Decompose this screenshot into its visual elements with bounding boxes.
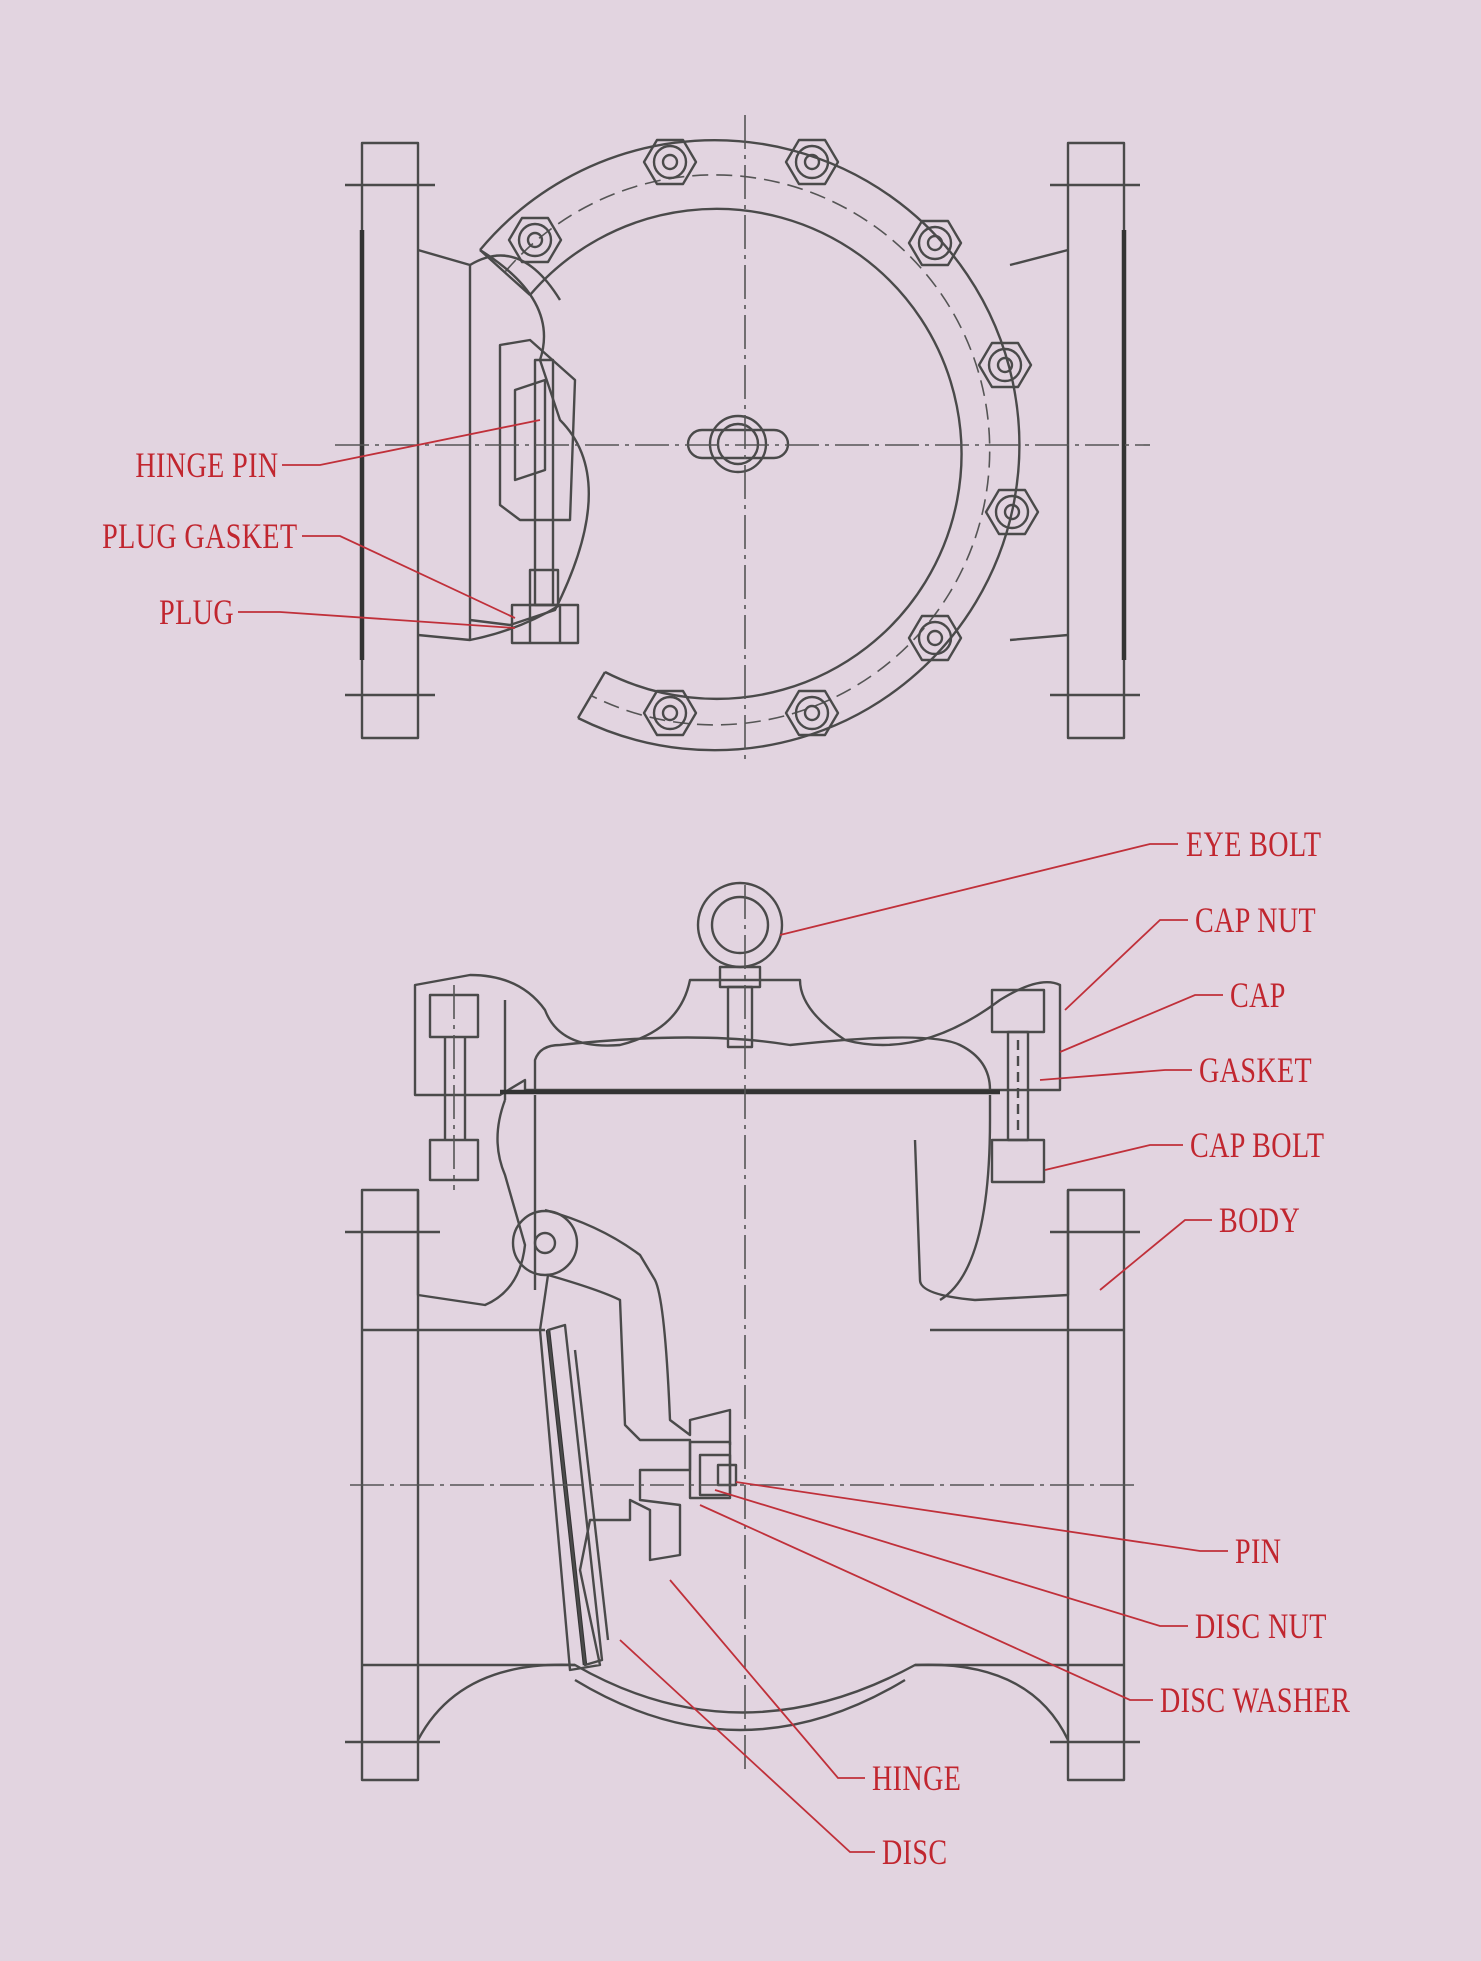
label-cap-bolt: CAP BOLT xyxy=(1190,1125,1325,1165)
hinge-pin-leader xyxy=(282,419,541,466)
left-cap-bolt xyxy=(428,985,480,1190)
leader-lines xyxy=(238,419,1228,1853)
eye-bolt xyxy=(696,881,784,1049)
disc-nut xyxy=(698,1453,732,1497)
right-cap-bolt xyxy=(990,988,1046,1184)
eye-bolt-leader xyxy=(779,843,1178,936)
cap-ring-inner xyxy=(529,207,963,701)
label-cap: CAP xyxy=(1230,975,1286,1015)
label-gasket: GASKET xyxy=(1199,1050,1313,1090)
top-right-flange xyxy=(1066,141,1126,740)
label-plug: PLUG xyxy=(159,592,234,632)
cap-bolt-leader xyxy=(1044,1144,1183,1171)
label-cap-nut: CAP NUT xyxy=(1195,900,1317,940)
label-disc-washer: DISC WASHER xyxy=(1160,1680,1351,1720)
label-disc: DISC xyxy=(882,1832,948,1872)
label-hinge-pin: HINGE PIN xyxy=(134,445,278,485)
top-view xyxy=(335,115,1150,765)
disc-leader xyxy=(619,1639,875,1853)
label-pin: PIN xyxy=(1235,1531,1282,1571)
cap-leader xyxy=(1059,994,1223,1053)
gasket-leader xyxy=(1039,1069,1192,1081)
label-disc-nut: DISC NUT xyxy=(1195,1606,1327,1646)
disc-washer-leader xyxy=(699,1504,1153,1701)
disc-nut-leader xyxy=(714,1489,1188,1627)
plug-leader xyxy=(238,611,516,629)
hinge xyxy=(511,1208,732,1672)
top-left-flange xyxy=(360,141,420,740)
pin xyxy=(716,1463,738,1487)
cap-ring-outer xyxy=(479,139,1021,752)
top-plug xyxy=(510,603,580,645)
cap xyxy=(413,973,1062,1097)
label-plug-gasket: PLUG GASKET xyxy=(102,516,298,556)
plug-gasket-leader xyxy=(302,535,516,619)
top-eye-bolt xyxy=(686,414,790,474)
hinge-leader xyxy=(669,1579,865,1779)
disc xyxy=(545,1323,610,1667)
label-body: BODY xyxy=(1219,1200,1301,1240)
body-leader xyxy=(1099,1219,1212,1291)
label-eye-bolt: EYE BOLT xyxy=(1186,824,1322,864)
valve-body xyxy=(416,1000,1070,1741)
cap-nut-leader xyxy=(1064,919,1188,1011)
cap-bolts xyxy=(507,138,1040,737)
section-view xyxy=(345,881,1140,1782)
label-hinge: HINGE xyxy=(872,1758,962,1798)
pin-leader xyxy=(735,1481,1228,1552)
